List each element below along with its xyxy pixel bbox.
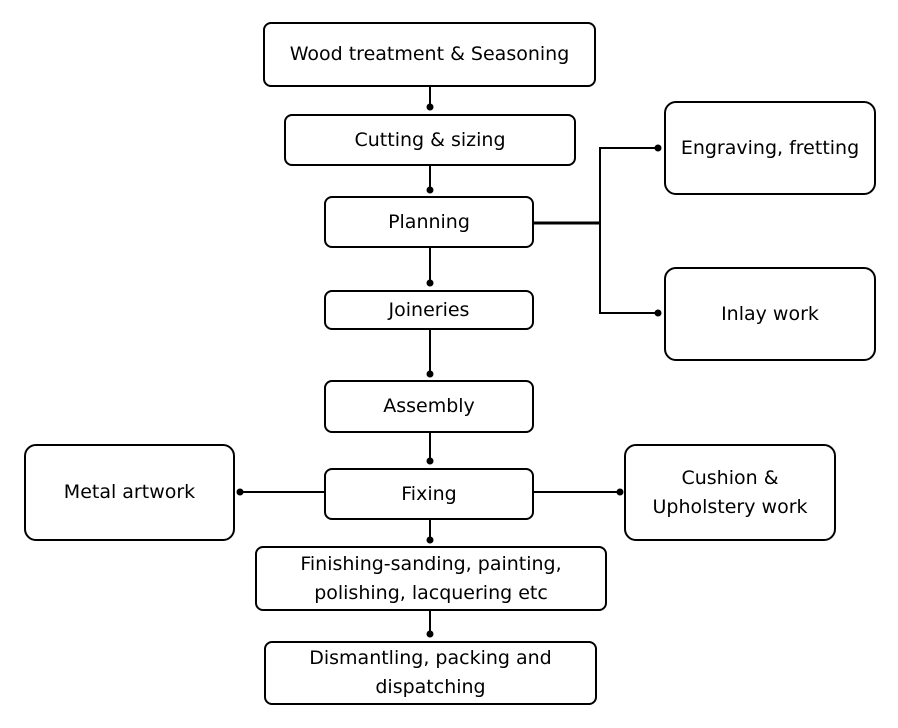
arrowhead-cushion [616,488,624,496]
node-joineries: Joineries [324,290,534,330]
node-finishing: Finishing-sanding, painting, polishing, … [255,546,607,611]
arrowhead-joineries [426,279,434,287]
node-wood-treatment: Wood treatment & Seasoning [263,22,596,87]
node-assembly: Assembly [324,380,534,433]
arrowhead-dismantling [426,630,434,638]
arrowhead-cutting [426,103,434,111]
arrowhead-planning [426,186,434,194]
node-metal-artwork: Metal artwork [24,444,235,541]
arrowhead-assembly [426,370,434,378]
arrowhead-metal [236,488,244,496]
arrowhead-fixing [426,457,434,465]
arrowhead-engraving [654,144,662,152]
node-cushion-upholstery: Cushion & Upholstery work [624,444,836,541]
arrowhead-finishing [426,536,434,544]
edge-branch-to-engraving [599,147,656,223]
edge-branch-to-inlay [599,223,656,314]
node-dismantling: Dismantling, packing and dispatching [264,641,597,705]
node-inlay-work: Inlay work [664,267,876,361]
node-planning: Planning [324,196,534,248]
node-fixing: Fixing [324,468,534,520]
node-engraving: Engraving, fretting [664,101,876,195]
arrowhead-inlay [654,309,662,317]
node-cutting-sizing: Cutting & sizing [284,114,576,166]
